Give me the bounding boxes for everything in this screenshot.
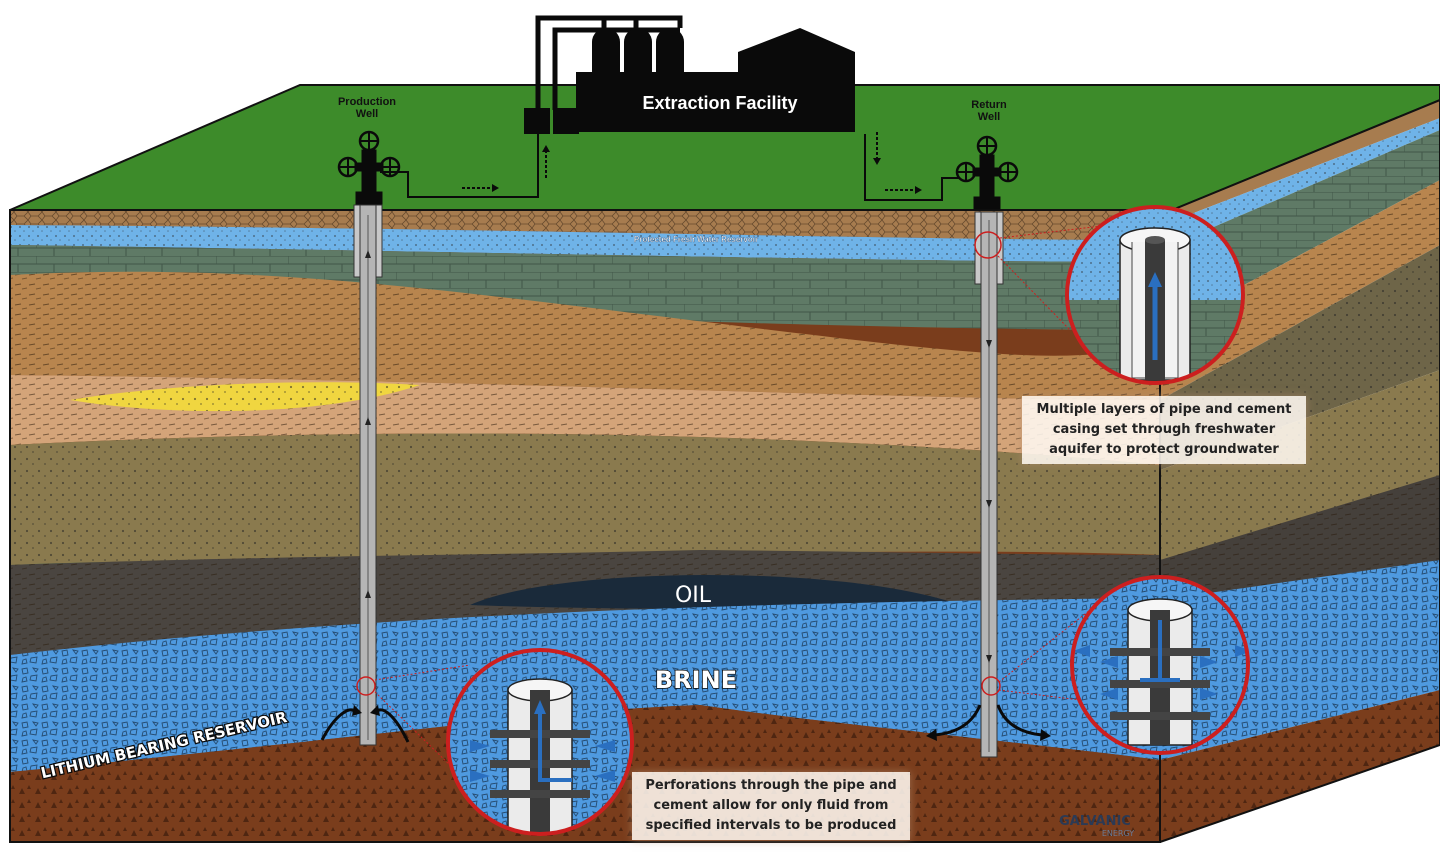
- facility-label: Extraction Facility: [642, 93, 797, 113]
- production-well-line1: Production: [337, 96, 397, 108]
- production-detail-circle: [446, 648, 634, 836]
- extraction-facility: [524, 15, 855, 134]
- galvanic-logo: GALVANIC ENERGY: [1059, 814, 1134, 838]
- focus-marker-casing: [974, 231, 1002, 259]
- fresh-water-label: Protected Fresh Water Reservoir: [634, 235, 758, 244]
- return-well-bore: [974, 211, 1004, 758]
- production-well-bore: [353, 204, 383, 746]
- casing-callout-line1: Multiple layers of pipe and cement: [1036, 402, 1292, 417]
- perforations-callout-line3: specified intervals to be produced: [645, 818, 897, 833]
- flow-arrows: [462, 132, 922, 194]
- inflow-arrows: [320, 705, 410, 743]
- return-wellhead: [955, 135, 1019, 210]
- production-well-label: Production Well: [327, 96, 407, 120]
- perforations-callout-line2: cement allow for only fluid from: [653, 798, 889, 813]
- casing-detail-circle: [1065, 205, 1245, 385]
- return-well-line2: Well: [977, 111, 1001, 123]
- return-well-label: Return Well: [949, 99, 1029, 123]
- oil-pocket: [470, 575, 960, 609]
- logo-name: GALVANIC: [1059, 814, 1131, 829]
- focus-marker-return-perf: [981, 676, 1001, 696]
- oil-label: OIL: [675, 583, 712, 608]
- casing-callout-line3: aquifer to protect groundwater: [1049, 442, 1279, 457]
- brine-label: BRINE: [655, 666, 737, 694]
- production-wellhead: [337, 130, 401, 205]
- callout-leader-lines: [374, 224, 1111, 771]
- perforations-callout: Perforations through the pipe and cement…: [632, 772, 910, 840]
- injection-detail-circle: [1070, 575, 1250, 755]
- casing-callout-line2: casing set through freshwater: [1052, 422, 1276, 437]
- production-well-line2: Well: [355, 108, 379, 120]
- outflow-arrows: [926, 704, 1051, 741]
- perforations-callout-line1: Perforations through the pipe and: [645, 778, 897, 793]
- casing-callout: Multiple layers of pipe and cement casin…: [1022, 396, 1306, 464]
- focus-marker-prod-perf: [356, 676, 376, 696]
- return-well-line1: Return: [971, 99, 1007, 111]
- logo-sub: ENERGY: [1102, 829, 1134, 838]
